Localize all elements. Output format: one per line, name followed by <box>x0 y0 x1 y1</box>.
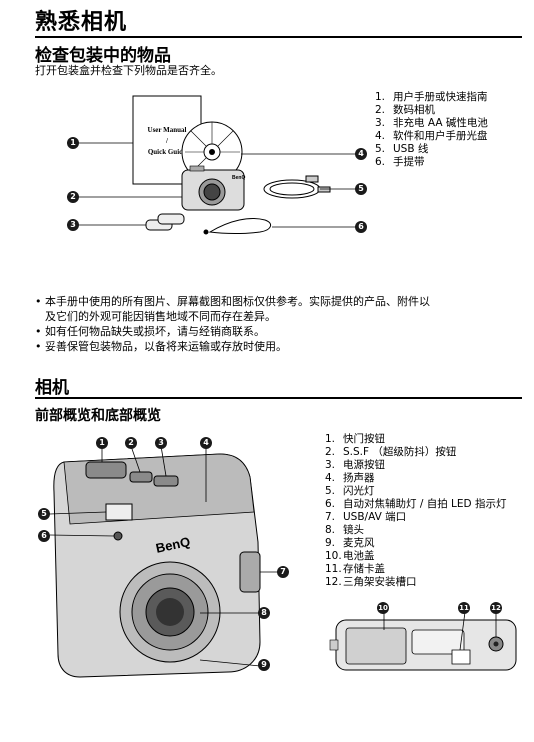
front-callout-4: 4 <box>200 437 212 449</box>
list-item: 9.麦克风 <box>325 537 375 549</box>
camera-bottom-illustration <box>329 611 517 671</box>
usb-cable-illustration <box>263 175 331 199</box>
manual-cover-line-2: / <box>165 137 169 145</box>
manual-cover-line-3: Quick Guide <box>148 148 186 156</box>
note-1-cont: 及它们的外观可能因销售地域不同而存在差异。 <box>45 310 276 323</box>
list-item: 2.S.S.F （超级防抖）按钮 <box>325 446 457 458</box>
package-camera-brand: BenQ <box>232 175 245 181</box>
bottom-callout-10: 10 <box>377 602 389 614</box>
front-callout-6: 6 <box>38 530 50 542</box>
title-rule <box>35 36 522 38</box>
note-1: •本手册中使用的所有图片、屏幕截图和图标仅供参考。实际提供的产品、附件以 <box>35 295 430 308</box>
front-callout-5: 5 <box>38 508 50 520</box>
list-item: 4.软件和用户手册光盘 <box>375 130 488 142</box>
list-item: 1.用户手册或快速指南 <box>375 91 488 103</box>
front-callout-1: 1 <box>96 437 108 449</box>
camera-illustration: BenQ <box>181 165 245 211</box>
package-callout-2: 2 <box>67 191 79 203</box>
package-contents-illustration: User Manual / Quick Guide BenQ <box>79 95 356 235</box>
batteries-illustration <box>145 213 185 231</box>
page-title: 熟悉相机 <box>35 10 128 35</box>
package-heading: 检查包装中的物品 <box>35 46 171 66</box>
front-callout-2: 2 <box>125 437 137 449</box>
list-item: 4.扬声器 <box>325 472 375 484</box>
front-callout-8: 8 <box>258 607 270 619</box>
list-item: 11.存储卡盖 <box>325 563 385 575</box>
list-item: 5.USB 线 <box>375 143 429 155</box>
list-item: 6.自动对焦辅助灯 / 自拍 LED 指示灯 <box>325 498 507 510</box>
package-callout-4: 4 <box>355 148 367 160</box>
camera-heading: 相机 <box>35 378 69 398</box>
camera-front-brand: BenQ <box>154 534 191 556</box>
front-callout-7: 7 <box>277 566 289 578</box>
package-callout-3: 3 <box>67 219 79 231</box>
camera-parts-list: 1.快门按钮 2.S.S.F （超级防抖）按钮 3.电源按钮 4.扬声器 5.闪… <box>325 433 506 589</box>
note-3: •妥善保管包装物品，以备将来运输或存放时使用。 <box>35 340 287 353</box>
list-item: 6.手提带 <box>375 156 425 168</box>
package-item-list: 1.用户手册或快速指南 2.数码相机 3.非充电 AA 碱性电池 4.软件和用户… <box>375 91 488 169</box>
package-callout-6: 6 <box>355 221 367 233</box>
list-item: 3.非充电 AA 碱性电池 <box>375 117 488 129</box>
package-callout-5: 5 <box>355 183 367 195</box>
manual-cover-line-1: User Manual <box>148 126 187 134</box>
camera-subheading: 前部概览和底部概览 <box>35 408 161 424</box>
note-2: •如有任何物品缺失或损坏，请与经销商联系。 <box>35 325 265 338</box>
list-item: 12.三角架安装槽口 <box>325 576 417 588</box>
list-item: 5.闪光灯 <box>325 485 375 497</box>
package-intro: 打开包装盒并检查下列物品是否齐全。 <box>35 64 222 77</box>
camera-front-illustration: BenQ <box>49 445 280 678</box>
bottom-callout-12: 12 <box>490 602 502 614</box>
package-callout-1: 1 <box>67 137 79 149</box>
front-callout-9: 9 <box>258 659 270 671</box>
list-item: 3.电源按钮 <box>325 459 385 471</box>
strap-illustration <box>203 218 272 235</box>
list-item: 10.电池盖 <box>325 550 375 562</box>
front-callout-3: 3 <box>155 437 167 449</box>
list-item: 7.USB/AV 端口 <box>325 511 407 523</box>
bottom-callout-11: 11 <box>458 602 470 614</box>
camera-rule <box>35 397 522 399</box>
list-item: 8.镜头 <box>325 524 364 536</box>
list-item: 2.数码相机 <box>375 104 435 116</box>
list-item: 1.快门按钮 <box>325 433 385 445</box>
